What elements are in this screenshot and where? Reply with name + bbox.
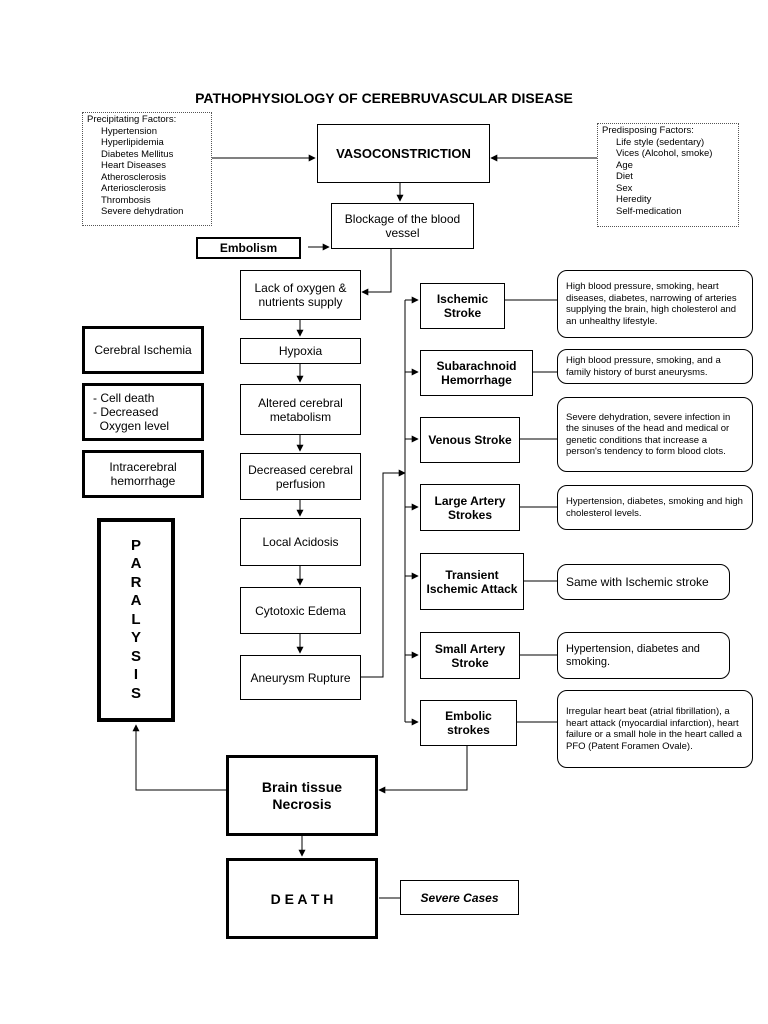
stroke-large-artery: Large Artery Strokes <box>420 484 520 531</box>
cause-small-artery: Hypertension, diabetes and smoking. <box>557 632 730 679</box>
precipitating-item: Thrombosis <box>101 194 151 206</box>
precipitating-item: Arteriosclerosis <box>101 183 166 194</box>
aneurysm-rupture-box: Aneurysm Rupture <box>240 655 361 700</box>
altered-metabolism-box: Altered cerebral metabolism <box>240 384 361 435</box>
precipitating-item: Heart Diseases <box>101 160 166 171</box>
precipitating-factors-box: Precipitating Factors: Hypertension Hype… <box>82 112 212 226</box>
paralysis-letter: A <box>130 555 142 573</box>
precipitating-item: Hyperlipidemia <box>101 137 164 148</box>
cell-death-line: - Decreased <box>93 405 159 419</box>
cause-venous: Severe dehydration, severe infection in … <box>557 397 753 472</box>
paralysis-letter: A <box>130 592 142 610</box>
paralysis-letter: L <box>131 610 141 628</box>
cause-large-artery: Hypertension, diabetes, smoking and high… <box>557 485 753 530</box>
precipitating-item: Diabetes Mellitus <box>101 148 174 160</box>
predisposing-item: Vices (Alcohol, smoke) <box>616 148 713 159</box>
blockage-box: Blockage of the blood vessel <box>331 203 474 249</box>
stroke-transient-ischemic-attack: Transient Ischemic Attack <box>420 553 524 610</box>
cell-death-line: Oxygen level <box>93 419 170 433</box>
hypoxia-box: Hypoxia <box>240 338 361 364</box>
predisposing-item: Heredity <box>616 194 652 205</box>
precipitating-heading: Precipitating Factors: <box>87 114 177 125</box>
death-box: D E A T H <box>226 858 378 939</box>
stroke-embolic: Embolic strokes <box>420 700 517 746</box>
predisposing-heading: Predisposing Factors: <box>602 125 694 136</box>
predisposing-item: Age <box>616 159 633 171</box>
cause-subarachnoid: High blood pressure, smoking, and a fami… <box>557 349 753 384</box>
paralysis-letter: Y <box>130 629 141 647</box>
severe-cases-box: Severe Cases <box>400 880 519 915</box>
stroke-small-artery: Small Artery Stroke <box>420 632 520 679</box>
paralysis-letter: S <box>130 647 141 665</box>
paralysis-letter: S <box>130 684 141 702</box>
predisposing-item: Life style (sedentary) <box>616 136 705 148</box>
cause-embolic: Irregular heart beat (atrial fibrillatio… <box>557 690 753 768</box>
predisposing-item: Diet <box>616 171 633 182</box>
predisposing-item: Self-medication <box>616 205 682 217</box>
cell-death-line: - Cell death <box>93 391 155 405</box>
cerebral-ischemia-box: Cerebral Ischemia <box>82 326 204 374</box>
brain-necrosis-box: Brain tissue Necrosis <box>226 755 378 836</box>
stroke-ischemic: Ischemic Stroke <box>420 283 505 329</box>
cause-ischemic: High blood pressure, smoking, heart dise… <box>557 270 753 338</box>
paralysis-letter: R <box>130 573 142 591</box>
decreased-perfusion-box: Decreased cerebral perfusion <box>240 453 361 500</box>
intracerebral-hemorrhage-box: Intracerebral hemorrhage <box>82 450 204 498</box>
predisposing-factors-box: Predisposing Factors: Life style (sedent… <box>597 123 739 227</box>
paralysis-letter: P <box>130 536 141 554</box>
stroke-subarachnoid: Subarachnoid Hemorrhage <box>420 350 533 396</box>
precipitating-item: Hypertension <box>101 125 157 137</box>
stroke-venous: Venous Stroke <box>420 417 520 463</box>
precipitating-item: Severe dehydration <box>101 206 184 217</box>
vasoconstriction-box: VASOCONSTRICTION <box>317 124 490 183</box>
cause-transient-ischemic-attack: Same with Ischemic stroke <box>557 564 730 600</box>
cytotoxic-edema-box: Cytotoxic Edema <box>240 587 361 634</box>
paralysis-box: P A R A L Y S I S <box>97 518 175 722</box>
embolism-box: Embolism <box>196 237 301 259</box>
predisposing-item: Sex <box>616 182 633 194</box>
paralysis-letter: I <box>133 666 139 684</box>
lack-oxygen-box: Lack of oxygen & nutrients supply <box>240 270 361 320</box>
local-acidosis-box: Local Acidosis <box>240 518 361 566</box>
precipitating-item: Atherosclerosis <box>101 171 166 183</box>
cell-death-box: - Cell death - Decreased Oxygen level <box>82 383 204 441</box>
diagram-title: PATHOPHYSIOLOGY OF CEREBRUVASCULAR DISEA… <box>195 90 573 106</box>
